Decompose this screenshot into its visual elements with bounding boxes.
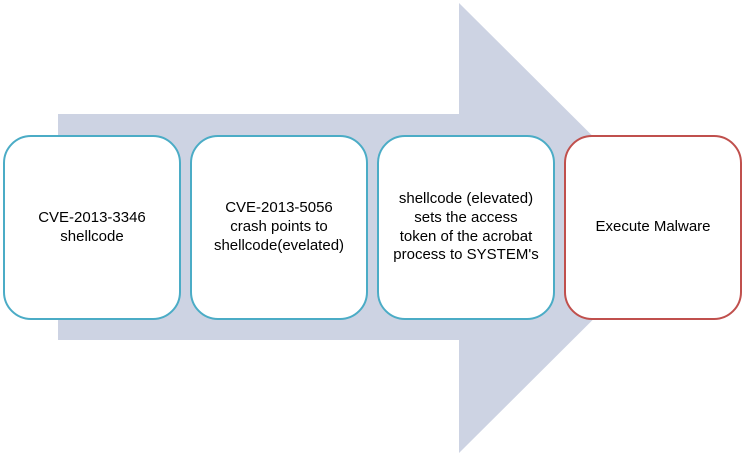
- right-arrow-shape: [58, 3, 685, 453]
- flow-step-label: CVE-2013-3346 shellcode: [38, 208, 146, 245]
- flow-step-2: CVE-2013-5056 crash points to shellcode(…: [190, 135, 368, 320]
- flow-step-4: Execute Malware: [564, 135, 742, 320]
- flow-step-3: shellcode (elevated) sets the access tok…: [377, 135, 555, 320]
- flow-steps: CVE-2013-3346 shellcode CVE-2013-5056 cra…: [3, 135, 742, 320]
- flow-step-label: CVE-2013-5056 crash points to shellcode(…: [213, 199, 345, 254]
- flow-step-label: shellcode (elevated) sets the access tok…: [393, 189, 539, 264]
- flow-step-1: CVE-2013-3346 shellcode: [3, 135, 181, 320]
- flow-step-label: Execute Malware: [595, 218, 711, 236]
